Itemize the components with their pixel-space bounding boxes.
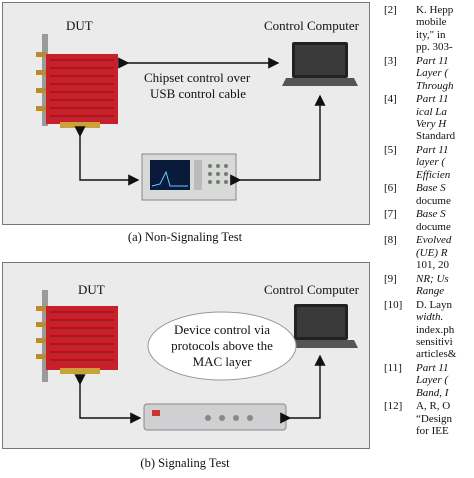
reference-line: docume	[416, 194, 451, 207]
reference-line: Layer (	[416, 67, 449, 80]
arrow-label-line2: USB control cable	[150, 86, 247, 101]
reference-line: Range	[416, 285, 445, 298]
spectrum-analyzer-a	[141, 153, 237, 201]
reference-number: [8]	[384, 234, 397, 247]
reference-line: mobile	[416, 16, 447, 29]
reference-number: [5]	[384, 144, 397, 156]
dut-label-b: DUT	[78, 282, 105, 297]
reference-line: pp. 303-	[416, 41, 453, 54]
signaling-tester-b	[143, 403, 287, 431]
caption-a: (a) Non-Signaling Test	[127, 230, 243, 244]
arrow-label-line1: Chipset control over	[144, 70, 251, 85]
reference-line: Base S	[416, 208, 446, 221]
caption-b: (b) Signaling Test	[140, 456, 230, 470]
reference-line: Very H	[416, 118, 447, 130]
arrow-dut-analyzer-a	[74, 126, 140, 186]
reference-line: Efficien	[416, 168, 451, 181]
reference-number: [3]	[384, 54, 397, 67]
reference-line: docume	[416, 220, 451, 233]
reference-line: Part 11	[416, 93, 449, 106]
reference-line: Standard	[416, 130, 456, 143]
arrow-dut-tester-b	[74, 374, 142, 424]
computer-label-b: Control Computer	[264, 282, 359, 297]
computer-label-a: Control Computer	[264, 18, 359, 33]
reference-line: width.	[416, 311, 444, 324]
device-control-ellipse	[147, 311, 297, 381]
reference-line: index.ph	[416, 323, 455, 336]
reference-number: [6]	[384, 182, 397, 195]
reference-number: [4]	[384, 93, 397, 106]
reference-line: sensitivi	[416, 336, 453, 348]
reference-line: Band, I	[416, 386, 449, 399]
reference-number: [12]	[384, 400, 403, 413]
reference-line: ity," in	[416, 28, 446, 41]
reference-line: Evolved	[416, 234, 452, 247]
reference-line: Layer (	[416, 374, 449, 387]
arrow-computer-tester-b	[280, 354, 326, 424]
ellipse-text-line1: Device control via	[173, 322, 270, 337]
dut-label-a: DUT	[66, 18, 93, 33]
reference-number: [7]	[384, 208, 397, 221]
reference-line: Part 11	[416, 54, 449, 67]
reference-line: Part 11	[416, 144, 449, 156]
reference-line: D. Layn	[416, 298, 453, 311]
reference-line: articles&	[416, 348, 457, 361]
reference-line: Base S	[416, 182, 446, 195]
ellipse-text-line3: MAC layer	[192, 354, 252, 369]
reference-line: ical La	[416, 105, 447, 118]
laptop-b	[284, 304, 358, 348]
reference-number: [9]	[384, 272, 397, 285]
laptop-a	[282, 42, 358, 86]
arrow-computer-analyzer-a	[230, 94, 326, 186]
reference-line: 101, 20	[416, 259, 449, 272]
dut-card-a	[36, 34, 118, 128]
reference-line: A, R, O	[416, 400, 451, 413]
reference-line: Part 11	[416, 362, 449, 374]
reference-line: for IEE	[416, 425, 449, 438]
reference-number: [2]	[384, 4, 397, 16]
reference-line: “Design	[416, 412, 453, 425]
reference-line: layer (	[416, 156, 446, 169]
ellipse-text-line2: protocols above the	[171, 338, 273, 353]
reference-line: K. Hepp	[416, 4, 454, 16]
reference-number: [11]	[384, 362, 402, 374]
reference-line: Through	[416, 79, 454, 92]
reference-line: (UE) R	[416, 246, 448, 259]
reference-number: [10]	[384, 298, 403, 311]
dut-card-b	[36, 290, 118, 382]
reference-line: NR; Us	[416, 272, 449, 285]
